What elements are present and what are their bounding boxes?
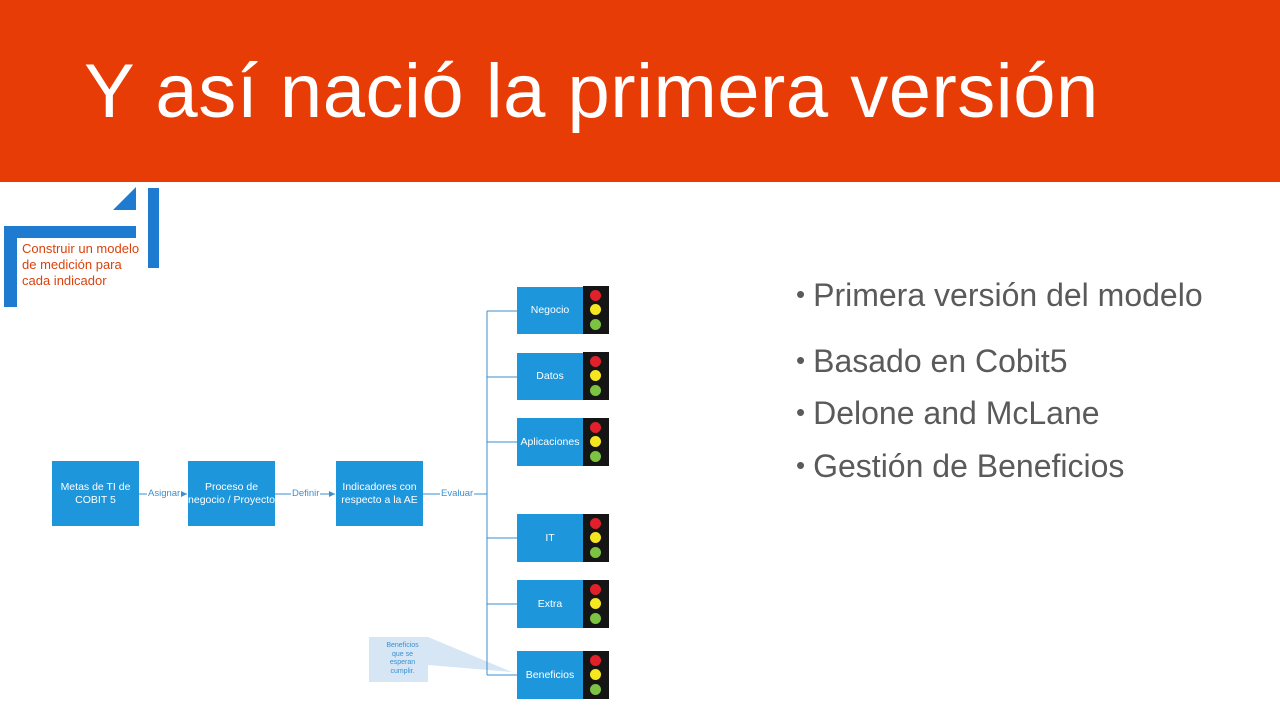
traffic-light-icon — [583, 286, 609, 334]
callout-bubble — [369, 637, 512, 682]
traffic-light-icon — [583, 580, 609, 628]
category-box-aplicaciones: Aplicaciones — [517, 418, 583, 466]
bullet-dot-icon: • — [796, 450, 806, 480]
red-light — [590, 584, 601, 595]
yellow-light — [590, 370, 601, 381]
bullet-text: Delone and McLane — [813, 395, 1100, 431]
slide-title: Y así nació la primera versión — [84, 49, 1099, 134]
yellow-light — [590, 436, 601, 447]
bullet-dot-icon: • — [796, 279, 806, 309]
yellow-light — [590, 598, 601, 609]
step-box-cobit-goals: Metas de TI de COBIT 5 — [52, 461, 139, 526]
connector-label-evaluate: Evaluar — [440, 488, 475, 499]
green-light — [590, 319, 601, 330]
bullet-text: Basado en Cobit5 — [813, 343, 1068, 379]
traffic-light-icon — [583, 418, 609, 466]
category-box-extra: Extra — [517, 580, 583, 628]
red-light — [590, 422, 601, 433]
red-light — [590, 518, 601, 529]
bullet-text: Gestión de Beneficios — [813, 448, 1125, 484]
category-box-datos: Datos — [517, 353, 583, 400]
connector-label-assign: Asignar — [147, 488, 182, 499]
title-bar: Y así nació la primera versión — [0, 0, 1280, 182]
bullet-dot-icon: • — [796, 397, 806, 427]
bullet-text: Primera versión del modelo — [813, 277, 1203, 313]
yellow-light — [590, 532, 601, 543]
logo-caption: Construir un modelo de medición para cad… — [22, 241, 140, 288]
step-box-indicators: Indicadores con respecto a la AE — [336, 461, 423, 526]
green-light — [590, 451, 601, 462]
green-light — [590, 684, 601, 695]
green-light — [590, 613, 601, 624]
red-light — [590, 290, 601, 301]
yellow-light — [590, 669, 601, 680]
category-box-beneficios: Beneficios — [517, 651, 583, 699]
category-box-negocio: Negocio — [517, 287, 583, 334]
bullet-item: •Delone and McLane — [796, 392, 1100, 433]
bullet-item: •Basado en Cobit5 — [796, 340, 1068, 381]
red-light — [590, 655, 601, 666]
step-box-business-process: Proceso de negocio / Proyecto — [188, 461, 275, 526]
green-light — [590, 385, 601, 396]
traffic-light-icon — [583, 514, 609, 562]
traffic-light-icon — [583, 651, 609, 699]
green-light — [590, 547, 601, 558]
bullet-item: •Gestión de Beneficios — [796, 445, 1124, 486]
bullet-dot-icon: • — [796, 345, 806, 375]
connector-label-define: Definir — [291, 488, 321, 499]
callout-text: Beneficios que se esperan cumplir. — [386, 642, 419, 675]
red-light — [590, 356, 601, 367]
logo-bracket-icon — [4, 187, 159, 307]
bullet-item: •Primera versión del modelo — [796, 274, 1203, 315]
traffic-light-icon — [583, 352, 609, 400]
yellow-light — [590, 304, 601, 315]
category-box-it: IT — [517, 514, 583, 562]
